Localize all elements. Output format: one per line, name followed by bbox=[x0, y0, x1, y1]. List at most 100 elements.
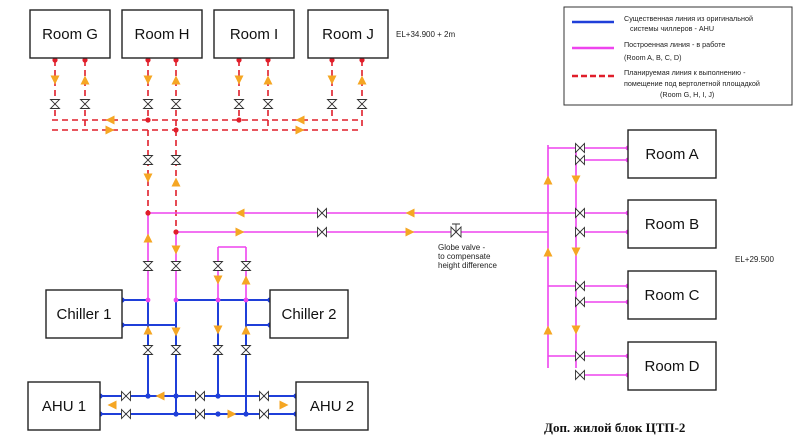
room-j-label: Room J bbox=[322, 26, 374, 43]
room-g-box: Room G bbox=[29, 9, 111, 59]
gate-valve-icon bbox=[170, 345, 182, 355]
flow-arrow-icon bbox=[295, 125, 305, 135]
room-g-label: Room G bbox=[42, 26, 98, 43]
legend-planned-line-1: Планируемая линия к выполнению - bbox=[624, 68, 746, 77]
room-h-box: Room H bbox=[121, 9, 203, 59]
flow-arrow-icon bbox=[171, 327, 181, 337]
legend-existing-line-2: системы чиллеров - AHU bbox=[630, 24, 714, 33]
gate-valve-icon bbox=[170, 261, 182, 271]
flow-arrow-icon bbox=[327, 75, 337, 85]
flow-arrow-icon bbox=[235, 227, 245, 237]
gate-valve-icon bbox=[575, 296, 585, 308]
flow-arrow-icon bbox=[357, 75, 367, 85]
gate-valve-icon bbox=[142, 99, 154, 109]
room-d-label: Room D bbox=[644, 358, 699, 375]
gate-valve-icon bbox=[575, 226, 585, 238]
globe-valve-note: Globe valve - to compensate height diffe… bbox=[438, 243, 498, 270]
gate-valve-icon bbox=[121, 390, 131, 402]
room-i-box: Room I bbox=[213, 9, 295, 59]
gate-valve-icon bbox=[240, 261, 252, 271]
legend-built-line-1: Построенная линия - в работе bbox=[624, 40, 725, 49]
gate-valve-icon bbox=[575, 154, 585, 166]
flow-arrow-icon bbox=[235, 208, 245, 218]
chiller-1-label: Chiller 1 bbox=[56, 306, 111, 323]
chiller-1-box: Chiller 1 bbox=[45, 289, 123, 339]
flow-arrow-icon bbox=[571, 247, 581, 257]
flow-arrow-icon bbox=[543, 175, 553, 185]
gate-valve-icon bbox=[170, 99, 182, 109]
room-a-box: Room A bbox=[627, 129, 717, 179]
flow-arrow-icon bbox=[171, 177, 181, 187]
flow-arrow-icon bbox=[105, 125, 115, 135]
gate-valve-icon bbox=[317, 226, 327, 238]
gate-valve-icon bbox=[79, 99, 91, 109]
globe-valve-note-line-3: height difference bbox=[438, 261, 498, 270]
gate-valve-icon bbox=[575, 142, 585, 154]
flow-arrow-icon bbox=[405, 227, 415, 237]
flow-arrow-icon bbox=[171, 75, 181, 85]
gate-valve-icon bbox=[262, 99, 274, 109]
elevation-top-label: EL+34.900 + 2m bbox=[396, 30, 455, 39]
flow-arrow-icon bbox=[107, 400, 117, 410]
gate-valve-icon bbox=[195, 390, 205, 402]
flow-arrow-icon bbox=[143, 325, 153, 335]
globe-valve-note-line-1: Globe valve - bbox=[438, 243, 485, 252]
flow-arrow-icon bbox=[571, 325, 581, 335]
planned-lines bbox=[52, 60, 363, 232]
gate-valves bbox=[49, 99, 585, 420]
legend-planned-line-3: (Room G, H, I, J) bbox=[660, 90, 714, 99]
room-c-label: Room C bbox=[644, 287, 699, 304]
gate-valve-icon bbox=[575, 369, 585, 381]
built-lines bbox=[147, 145, 628, 376]
gate-valve-icon bbox=[233, 99, 245, 109]
room-d-box: Room D bbox=[627, 341, 717, 391]
gate-valve-icon bbox=[212, 261, 224, 271]
gate-valve-icon bbox=[142, 345, 154, 355]
globe-valve-icon bbox=[450, 223, 462, 239]
flow-arrow-icon bbox=[155, 391, 165, 401]
ahu-1-label: AHU 1 bbox=[42, 398, 86, 415]
flow-arrow-icon bbox=[171, 245, 181, 255]
gate-valve-icon bbox=[259, 408, 269, 420]
gate-valve-icon bbox=[49, 99, 61, 109]
room-b-box: Room B bbox=[627, 199, 717, 249]
flow-arrow-icon bbox=[241, 325, 251, 335]
flow-arrow-icon bbox=[143, 173, 153, 183]
flow-arrow-icon bbox=[543, 247, 553, 257]
gate-valve-icon bbox=[575, 280, 585, 292]
pipe-junctions bbox=[52, 57, 631, 417]
gate-valve-icon bbox=[326, 99, 338, 109]
flow-arrow-icon bbox=[241, 275, 251, 285]
gate-valve-icon bbox=[170, 155, 182, 165]
globe-valve-note-line-2: to compensate bbox=[438, 252, 491, 261]
flow-arrow-icon bbox=[105, 115, 115, 125]
gate-valve-icon bbox=[575, 207, 585, 219]
footer-caption: Доп. жилой блок ЦТП-2 bbox=[544, 420, 685, 435]
gate-valve-icon bbox=[121, 408, 131, 420]
gate-valve-icon bbox=[212, 345, 224, 355]
flow-arrow-icon bbox=[143, 75, 153, 85]
flow-arrow-icon bbox=[295, 115, 305, 125]
flow-arrow-icon bbox=[543, 325, 553, 335]
flow-arrow-icon bbox=[50, 75, 60, 85]
flow-arrow-icon bbox=[263, 75, 273, 85]
flow-arrow-icon bbox=[571, 175, 581, 185]
flow-arrow-icon bbox=[143, 233, 153, 243]
gate-valve-icon bbox=[356, 99, 368, 109]
flow-arrow-icon bbox=[279, 400, 289, 410]
room-h-label: Room H bbox=[134, 26, 189, 43]
room-i-label: Room I bbox=[230, 26, 278, 43]
legend-planned-line-2: помещение под вертолетной площадкой bbox=[624, 79, 760, 88]
legend-existing-line-1: Существенная линия из оригинальной bbox=[624, 14, 753, 23]
flow-arrow-icon bbox=[213, 325, 223, 335]
flow-arrow-icon bbox=[234, 75, 244, 85]
gate-valve-icon bbox=[142, 155, 154, 165]
gate-valve-icon bbox=[195, 408, 205, 420]
legend: Существенная линия из оригинальной систе… bbox=[563, 6, 793, 106]
chiller-2-label: Chiller 2 bbox=[281, 306, 336, 323]
ahu-1-box: AHU 1 bbox=[27, 381, 101, 431]
room-a-label: Room A bbox=[645, 146, 698, 163]
room-j-box: Room J bbox=[307, 9, 389, 59]
room-c-box: Room C bbox=[627, 270, 717, 320]
